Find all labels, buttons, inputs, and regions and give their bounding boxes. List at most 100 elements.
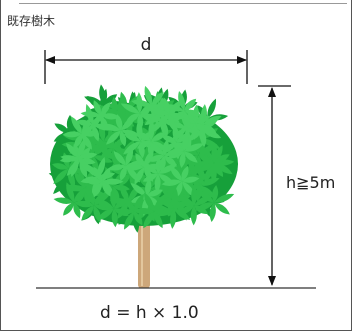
leaf <box>183 110 191 130</box>
leaf <box>130 182 147 197</box>
leaf <box>142 173 159 182</box>
leaf <box>183 143 205 152</box>
leaf <box>77 138 86 158</box>
tree <box>48 84 238 288</box>
leaf <box>207 98 217 119</box>
leaf <box>66 142 79 158</box>
leaf <box>115 208 134 215</box>
leaf <box>157 196 174 209</box>
leaf <box>62 131 83 138</box>
width-label: d <box>141 35 152 55</box>
leaf <box>161 135 177 143</box>
leaf <box>182 176 200 183</box>
leaf <box>59 156 79 163</box>
leaf <box>158 164 178 174</box>
leaf <box>110 188 117 209</box>
leaf <box>93 109 108 125</box>
leaf <box>106 130 122 145</box>
leaf <box>145 178 152 197</box>
tree-canopy <box>48 84 238 233</box>
formula-text: d = h × 1.0 <box>100 303 199 323</box>
leaf <box>182 132 189 152</box>
leaf <box>210 162 217 184</box>
leaf <box>198 155 214 164</box>
leaf <box>54 123 70 133</box>
leaf <box>74 187 87 203</box>
leaf <box>144 113 163 126</box>
leaf <box>93 123 115 131</box>
leaf <box>195 115 211 124</box>
leaf <box>133 208 154 215</box>
leaf <box>70 157 79 177</box>
leaf <box>74 172 85 188</box>
leaf <box>66 182 75 203</box>
leaf <box>214 193 235 203</box>
leaf <box>125 147 134 166</box>
leaf <box>119 165 127 181</box>
leaf <box>140 161 159 174</box>
leaf <box>158 208 174 216</box>
leaf <box>179 151 186 169</box>
leaf <box>121 116 136 131</box>
leaf <box>169 112 186 120</box>
leaf <box>162 97 170 115</box>
leaf <box>113 147 133 156</box>
leaf <box>191 123 198 140</box>
leaf <box>51 163 69 170</box>
leaf <box>93 100 102 116</box>
leaf <box>151 132 167 142</box>
leaf <box>151 91 164 106</box>
leaf <box>184 98 197 111</box>
leaf <box>195 185 202 202</box>
leaf <box>214 162 233 175</box>
leaf <box>153 211 163 229</box>
leaf <box>107 164 127 171</box>
leaf <box>144 85 153 106</box>
leaf <box>81 205 94 221</box>
leaf <box>100 113 121 120</box>
leaf <box>63 202 74 216</box>
leaf <box>76 119 94 127</box>
leaf <box>99 84 106 105</box>
leaf <box>171 128 187 141</box>
leaf <box>120 103 140 114</box>
leaf <box>134 167 145 185</box>
leaf <box>212 185 219 203</box>
leaf <box>96 208 114 221</box>
leaf <box>102 167 111 182</box>
leaf <box>169 166 183 182</box>
leaf <box>162 139 169 156</box>
leaf <box>202 124 218 135</box>
leaf <box>198 144 217 156</box>
leaf <box>148 108 170 116</box>
leaf <box>111 96 118 115</box>
leaf <box>209 202 216 223</box>
height-dimension: h≧5m <box>258 85 335 286</box>
leaf <box>53 197 74 204</box>
leaf <box>183 151 198 163</box>
leaf <box>93 166 103 182</box>
leaf <box>73 202 81 219</box>
top-border-line <box>19 0 347 4</box>
leaf <box>169 99 183 115</box>
height-label: h≧5m <box>286 173 335 192</box>
leaf <box>164 155 177 167</box>
leaf <box>191 184 198 206</box>
leaf <box>102 178 124 185</box>
leaf <box>214 154 230 163</box>
leaf <box>94 199 114 209</box>
leaf <box>86 178 103 185</box>
leaf <box>86 186 95 206</box>
leaf <box>133 193 144 212</box>
leaf <box>179 196 194 206</box>
leaf <box>147 154 165 162</box>
leaf <box>53 168 69 185</box>
leaf <box>133 211 143 226</box>
leaf <box>214 202 230 215</box>
leaf <box>122 164 145 171</box>
leaf <box>119 173 131 187</box>
leaf <box>157 114 170 127</box>
leaf <box>84 190 91 206</box>
leaf <box>202 115 222 125</box>
leaf <box>78 152 98 160</box>
